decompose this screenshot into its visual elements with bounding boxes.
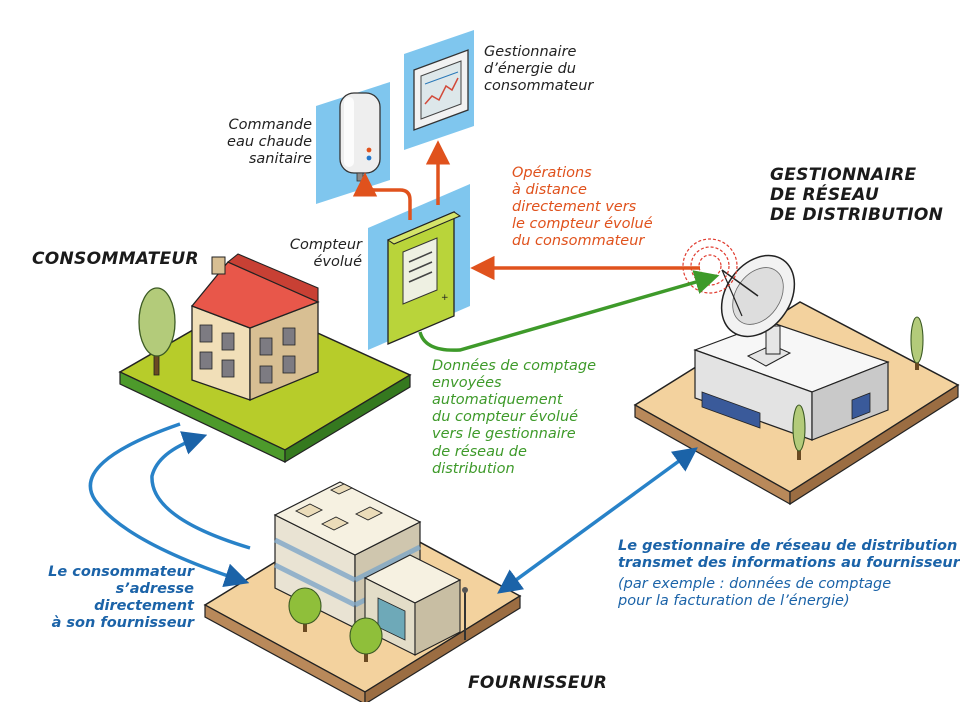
smart-meter-icon: + (386, 211, 462, 345)
consumer-house (118, 253, 412, 464)
arrow-supplier-to-consumer (150, 431, 251, 550)
energy-manager-label: Gestionnaire d’énergie du consommateur (484, 44, 594, 95)
water-heater-icon (339, 92, 381, 182)
distributor-title: GESTIONNAIRE DE RÉSEAU DE DISTRIBUTION (770, 165, 944, 226)
arrow-consumer-to-supplier (88, 422, 250, 588)
remote-operations-label: Opérations à distance directement vers l… (512, 165, 653, 250)
arrow-meter-to-distributor (418, 270, 720, 352)
hot-water-label: Commande eau chaude sanitaire (227, 117, 312, 168)
distributor-supplier-note: (par exemple : données de comptage pour … (618, 576, 892, 610)
satellite-dish-icon (720, 254, 796, 367)
metering-data-label: Données de comptage envoyées automatique… (432, 358, 597, 477)
supplier-title: FOURNISSEUR (468, 673, 608, 693)
energy-manager-display-icon (413, 49, 469, 131)
supplier-building (203, 481, 522, 702)
distributor-supplier-label: Le gestionnaire de réseau de distributio… (618, 538, 960, 572)
arrow-meter-to-hot-water (352, 172, 412, 220)
meter-label: Compteur évolué (289, 237, 362, 271)
arrow-distributor-to-supplier (497, 447, 698, 594)
consumer-supplier-label: Le consommateur s’adresse directement à … (48, 564, 194, 632)
svg-text:+: + (441, 293, 449, 303)
consumer-title: CONSOMMATEUR (32, 249, 199, 269)
distributor-building (633, 301, 960, 506)
